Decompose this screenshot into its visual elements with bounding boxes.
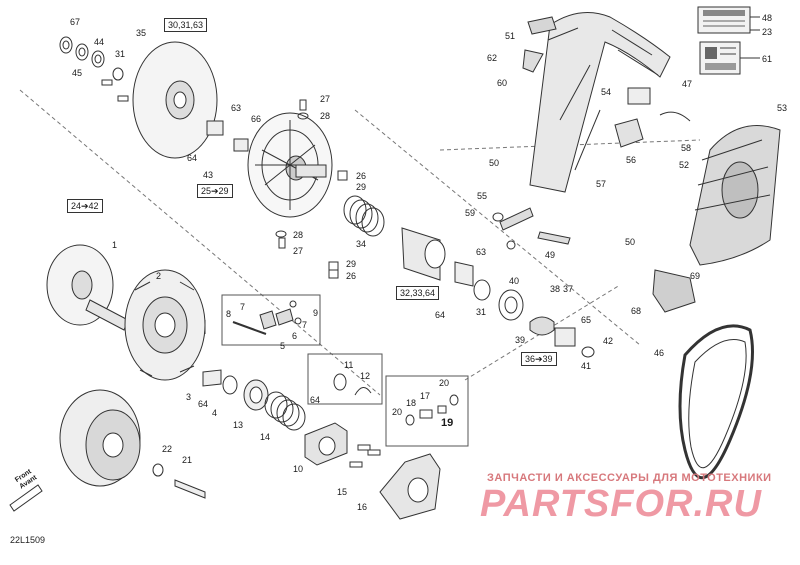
callout-63: 63 <box>231 103 242 113</box>
callout-43: 43 <box>203 170 214 180</box>
callout-68: 68 <box>631 306 642 316</box>
callout-12: 12 <box>360 371 371 381</box>
callout-11: 11 <box>344 360 354 370</box>
callout-35: 35 <box>136 28 147 38</box>
spring-34 <box>343 195 385 237</box>
callout-10: 10 <box>293 464 304 474</box>
callout-59: 59 <box>465 208 476 218</box>
callout-15: 15 <box>337 487 348 497</box>
callout-40: 40 <box>509 276 520 286</box>
callout-64c: 64 <box>310 395 321 405</box>
callout-26b: 26 <box>346 271 357 281</box>
callout-23: 23 <box>762 27 773 37</box>
belt-guard <box>689 125 781 266</box>
callout-7: 7 <box>240 302 246 312</box>
callout-64: 64 <box>187 153 198 163</box>
callout-28: 28 <box>320 111 331 121</box>
callout-54: 54 <box>601 87 612 97</box>
callout-61: 61 <box>762 54 773 64</box>
callout-39: 39 <box>515 335 526 345</box>
drive-pulley-disc <box>46 244 129 331</box>
callout-2: 2 <box>156 271 162 281</box>
callout-19: 19 <box>441 417 454 429</box>
callout-46: 46 <box>654 348 665 358</box>
callout-37: 37 <box>563 284 574 294</box>
box-24-42: 24➔42 <box>67 199 103 213</box>
callout-48: 48 <box>762 13 773 23</box>
watermark-logo: PARTSFOR.RU <box>480 483 762 525</box>
callout-9: 9 <box>313 308 319 318</box>
drive-belt <box>678 324 754 480</box>
callout-27b: 27 <box>293 246 304 256</box>
callout-66: 66 <box>251 114 262 124</box>
callout-20b: 20 <box>392 407 403 417</box>
callout-65: 65 <box>581 315 592 325</box>
belt-guard-bracket <box>522 12 671 193</box>
watermark-tagline: ЗАПЧАСТИ И АКСЕССУАРЫ ДЛЯ МОТОТЕХНИКИ <box>487 472 772 484</box>
callout-26: 26 <box>356 171 367 181</box>
callout-42: 42 <box>603 336 614 346</box>
callout-6: 6 <box>292 331 298 341</box>
callout-29: 29 <box>356 182 367 192</box>
callout-53: 53 <box>777 103 788 113</box>
callout-64d: 64 <box>435 310 446 320</box>
driven-pulley <box>132 41 249 159</box>
callout-62: 62 <box>487 53 498 63</box>
callout-63b: 63 <box>476 247 487 257</box>
callout-50b: 50 <box>625 237 636 247</box>
callout-58: 58 <box>681 143 692 153</box>
callout-50: 50 <box>489 158 500 168</box>
spider-body <box>124 269 206 381</box>
callout-44: 44 <box>94 37 105 47</box>
callout-1: 1 <box>112 240 118 250</box>
callout-31b: 31 <box>476 307 487 317</box>
callout-60: 60 <box>497 78 508 88</box>
callout-7b: 7 <box>302 320 308 330</box>
callout-22: 22 <box>162 444 173 454</box>
diagram-code: 22L1509 <box>10 535 46 545</box>
callout-38: 38 <box>550 284 561 294</box>
callout-5: 5 <box>280 341 286 351</box>
callout-16: 16 <box>357 502 368 512</box>
callout-55: 55 <box>477 191 488 201</box>
callout-28b: 28 <box>293 230 304 240</box>
callout-8: 8 <box>226 309 232 319</box>
callout-57: 57 <box>596 179 607 189</box>
callout-3: 3 <box>186 392 192 402</box>
callout-21: 21 <box>182 455 193 465</box>
callout-29b: 29 <box>346 259 357 269</box>
callout-4: 4 <box>212 408 218 418</box>
callout-49: 49 <box>545 250 556 260</box>
callout-56: 56 <box>626 155 637 165</box>
callout-45: 45 <box>72 68 83 78</box>
callout-14: 14 <box>260 432 271 442</box>
box-32-33-64: 32,33,64 <box>396 286 440 300</box>
box-36-39: 36➔39 <box>521 352 557 366</box>
callout-27: 27 <box>320 94 331 104</box>
spoked-cam <box>247 112 333 218</box>
drive-pulley-assembly <box>59 389 141 487</box>
box-30-31-63: 30,31,63 <box>164 18 208 32</box>
callout-34: 34 <box>356 239 367 249</box>
callout-20: 20 <box>439 378 450 388</box>
box-25-29: 25➔29 <box>197 184 233 198</box>
callout-17: 17 <box>420 391 431 401</box>
callout-41: 41 <box>581 361 592 371</box>
callout-69: 69 <box>690 271 701 281</box>
callout-67: 67 <box>70 17 81 27</box>
callout-13: 13 <box>233 420 244 430</box>
callout-31: 31 <box>115 49 126 59</box>
callout-51: 51 <box>505 31 516 41</box>
front-arrow <box>9 484 43 512</box>
callout-64b: 64 <box>198 399 209 409</box>
callout-47: 47 <box>682 79 693 89</box>
callout-18: 18 <box>406 398 417 408</box>
callout-52: 52 <box>679 160 690 170</box>
